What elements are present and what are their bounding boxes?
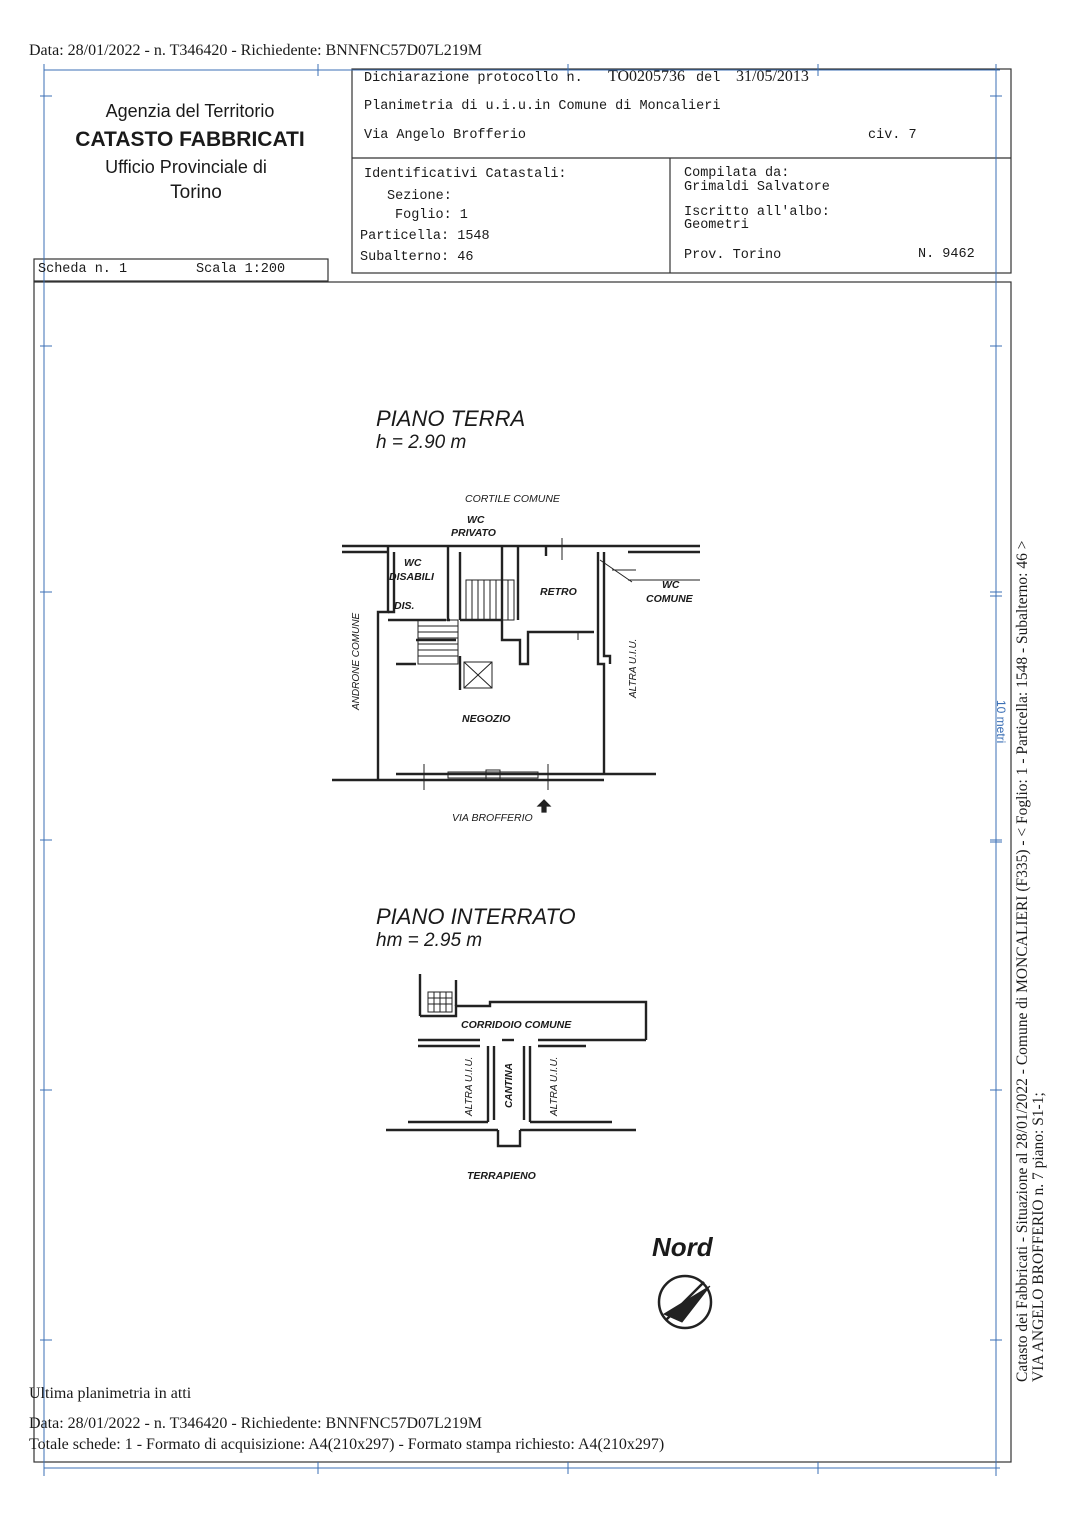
del-label: del xyxy=(696,71,721,86)
compilata-name: Grimaldi Salvatore xyxy=(684,180,830,195)
footer-ultima: Ultima planimetria in atti xyxy=(29,1385,192,1402)
label-altra-right: ALTRA U.I.U. xyxy=(549,1056,560,1116)
label-dis: DIS. xyxy=(394,600,415,612)
label-altra-left: ALTRA U.I.U. xyxy=(464,1056,475,1116)
albo-number: N. 9462 xyxy=(918,247,975,262)
planimetria-line: Planimetria di u.i.u.in Comune di Moncal… xyxy=(364,99,721,114)
label-wc-disabili-1: WC xyxy=(404,557,422,569)
prov: Prov. Torino xyxy=(684,248,782,263)
top-meta: Data: 28/01/2022 - n. T346420 - Richiede… xyxy=(29,42,482,59)
scala-label: Scala 1:200 xyxy=(196,262,286,277)
label-via: VIA BROFFERIO xyxy=(452,812,533,824)
sezione: Sezione: xyxy=(387,189,452,204)
label-corridoio: CORRIDOIO COMUNE xyxy=(461,1019,572,1031)
foglio: Foglio: 1 xyxy=(395,208,468,223)
side-text-2: VIA ANGELO BROFFERIO n. 7 piano: S1-1; xyxy=(1030,1092,1047,1382)
sheet-frame xyxy=(33,64,1012,1476)
dichiarazione-label: Dichiarazione protocollo n. xyxy=(364,71,583,86)
scheda-label: Scheda n. 1 xyxy=(38,262,128,277)
label-androne: ANDRONE COMUNE xyxy=(351,612,362,710)
label-cortile: CORTILE COMUNE xyxy=(465,493,560,505)
identificativi-title: Identificativi Catastali: xyxy=(364,167,567,182)
label-retro: RETRO xyxy=(540,586,577,598)
protocollo-number: TO0205736 xyxy=(608,68,686,85)
piano-terra-height: h = 2.90 m xyxy=(376,432,467,453)
agency-line-4: Torino xyxy=(170,182,222,203)
footer-totale: Totale schede: 1 - Formato di acquisizio… xyxy=(29,1436,665,1453)
civ-number: civ. 7 xyxy=(868,128,917,143)
compilata-label: Compilata da: xyxy=(684,166,790,181)
ground-floor-plan xyxy=(332,538,700,813)
address-line: Via Angelo Brofferio xyxy=(364,128,527,143)
particella: Particella: 1548 xyxy=(360,229,490,244)
label-negozio: NEGOZIO xyxy=(462,713,511,725)
protocollo-date: 31/05/2013 xyxy=(736,68,809,85)
iscritto-label: Iscritto all'albo: xyxy=(684,205,830,220)
label-wc-comune-1: WC xyxy=(662,579,680,591)
piano-terra-title: PIANO TERRA xyxy=(376,406,526,431)
label-cantina: CANTINA xyxy=(504,1063,515,1108)
label-wc-comune-2: COMUNE xyxy=(646,593,693,605)
basement-plan xyxy=(386,974,648,1148)
agency-line-3: Ufficio Provinciale di xyxy=(105,157,267,177)
label-altra-uiu: ALTRA U.I.U. xyxy=(628,638,639,698)
agency-line-1: Agenzia del Territorio xyxy=(105,101,275,121)
label-terrapieno: TERRAPIENO xyxy=(467,1170,536,1182)
label-wc-privato-1: WC xyxy=(467,514,485,526)
albo: Geometri xyxy=(684,218,749,233)
footer-data: Data: 28/01/2022 - n. T346420 - Richiede… xyxy=(29,1415,482,1432)
subalterno: Subalterno: 46 xyxy=(360,250,474,265)
label-wc-privato-2: PRIVATO xyxy=(451,527,496,539)
scale-bar-label: 10 metri xyxy=(994,700,1008,744)
north-compass-icon xyxy=(657,1274,713,1330)
agency-line-2: CATASTO FABBRICATI xyxy=(75,128,305,151)
nord-label: Nord xyxy=(652,1232,713,1262)
label-wc-disabili-2: DISABILI xyxy=(389,571,434,583)
piano-interrato-height: hm = 2.95 m xyxy=(376,930,483,951)
piano-interrato-title: PIANO INTERRATO xyxy=(376,904,576,929)
